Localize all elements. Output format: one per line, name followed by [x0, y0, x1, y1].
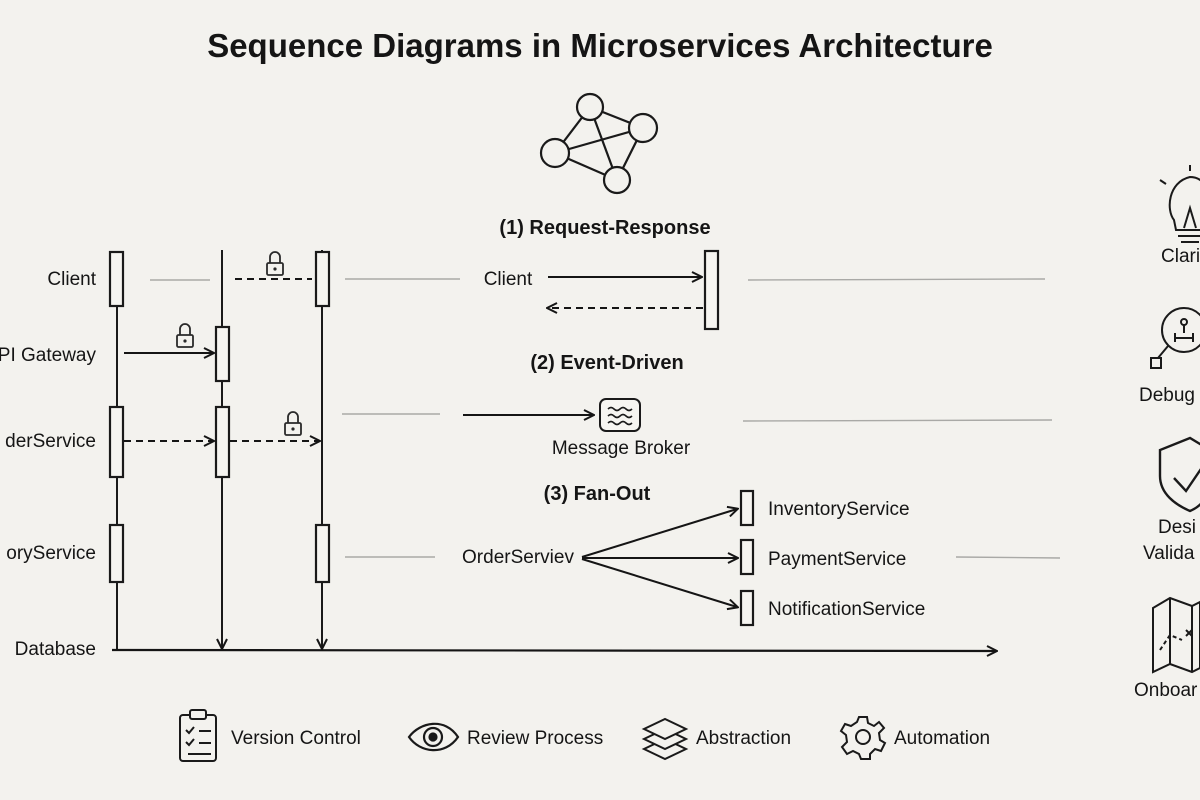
lightbulb-icon	[1159, 165, 1200, 243]
participant-order-service: derService	[5, 431, 96, 452]
layers-icon	[641, 717, 689, 761]
fan-out-source: OrderServiev	[462, 547, 574, 568]
activation-inventory-3	[314, 523, 331, 584]
page-title: Sequence Diagrams in Microservices Archi…	[207, 27, 993, 64]
activation-client-3	[314, 250, 331, 308]
participant-database: Database	[15, 639, 96, 660]
benefit-validation: Valida	[1143, 543, 1195, 564]
pattern-request-response-heading: (1) Request-Response	[499, 217, 710, 239]
benefit-clarity: Clari	[1161, 246, 1200, 267]
fan-out-target-payment: PaymentService	[768, 549, 906, 570]
legend-automation: Automation	[894, 728, 990, 749]
map-icon	[1152, 596, 1200, 674]
fan-out-arrow-inventory	[581, 509, 737, 558]
activation-inventory	[739, 489, 755, 527]
eye-icon	[407, 722, 460, 752]
activation-order-1	[108, 405, 125, 479]
fan-out-arrow-notification	[581, 558, 737, 607]
activation-inventory-1	[108, 523, 125, 584]
participant-client: Client	[47, 269, 96, 290]
legend-review-process: Review Process	[467, 728, 603, 749]
magnifier-icon	[1150, 307, 1200, 369]
network-icon	[539, 92, 659, 195]
service-activation	[703, 249, 720, 331]
message-broker-label: Message Broker	[552, 438, 691, 459]
activation-payment	[739, 538, 755, 576]
lock-icon	[284, 411, 302, 436]
benefit-debugging: Debug	[1139, 385, 1195, 406]
pattern-fan-out-heading: (3) Fan-Out	[544, 483, 651, 505]
clipboard-icon	[179, 709, 217, 762]
lock-icon	[176, 323, 194, 348]
legend-abstraction: Abstraction	[696, 728, 791, 749]
legend-version-control: Version Control	[231, 728, 361, 749]
message-broker-icon	[599, 398, 641, 432]
activation-gateway-2	[214, 325, 231, 383]
benefit-onboarding: Onboar	[1134, 680, 1198, 701]
database-line	[111, 650, 996, 651]
activation-client-1	[108, 250, 125, 308]
participant-inventory-service: oryService	[6, 543, 96, 564]
activation-order-2	[214, 405, 231, 479]
gear-icon	[839, 716, 887, 760]
pattern-event-driven-heading: (2) Event-Driven	[530, 352, 683, 374]
shield-icon	[1158, 436, 1200, 513]
fan-out-target-inventory: InventoryService	[768, 499, 910, 520]
request-response-client: Client	[484, 269, 533, 290]
activation-notification	[739, 589, 755, 627]
lock-icon	[266, 251, 284, 276]
fan-out-target-notification: NotificationService	[768, 599, 925, 620]
participant-api-gateway: PI Gateway	[0, 345, 96, 366]
benefit-design: Desi	[1158, 517, 1196, 538]
